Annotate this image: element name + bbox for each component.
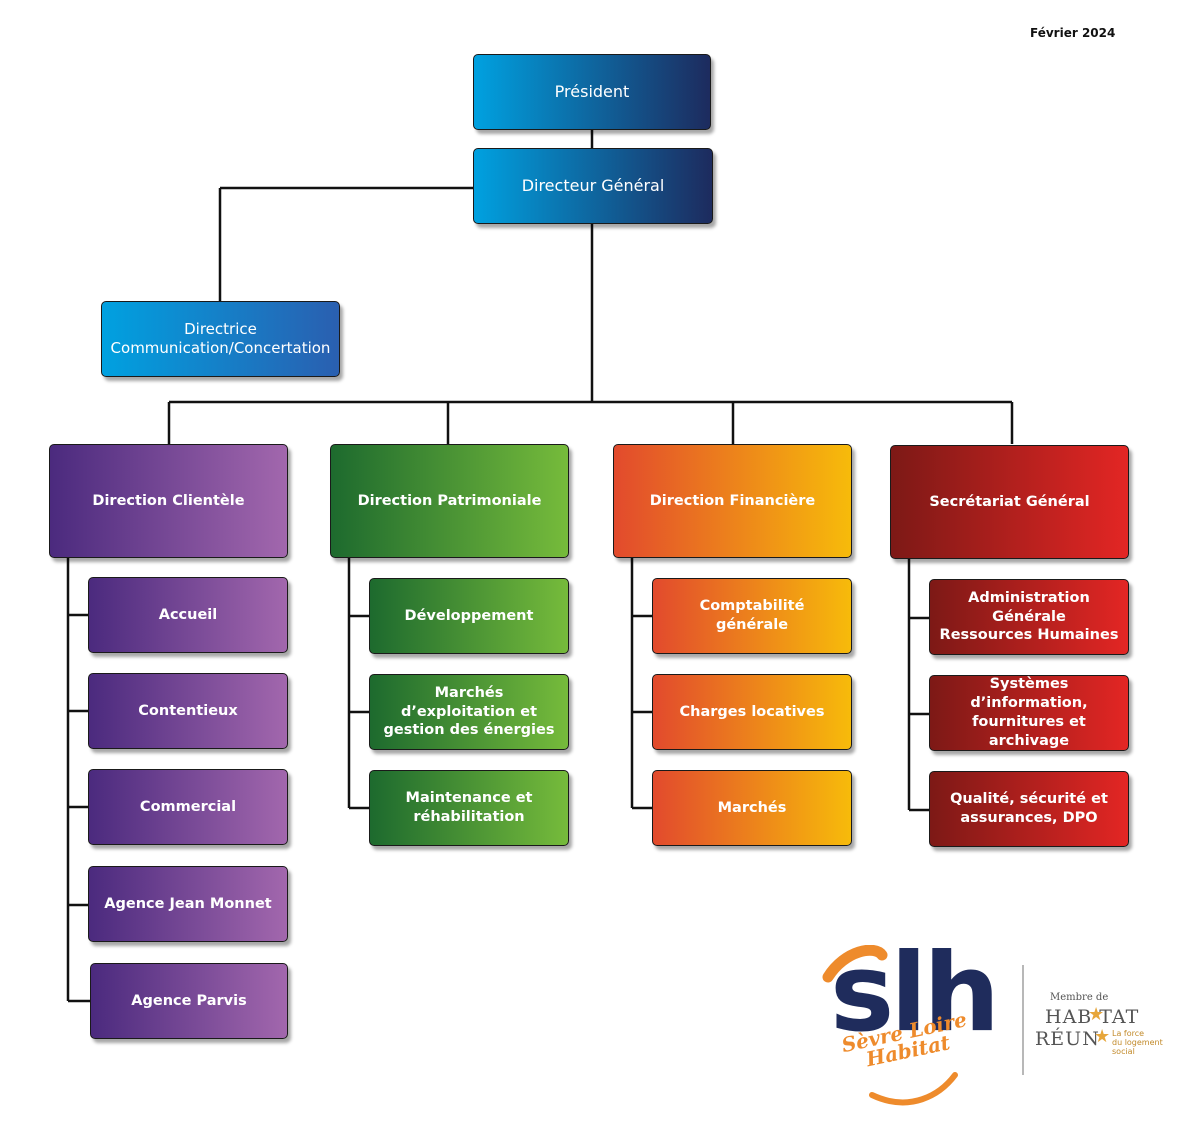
unit-label: Accueil (158, 606, 218, 623)
direction-clientele-box: Direction Clientèle (49, 444, 288, 558)
direction-patrimoniale-box: Direction Patrimoniale (330, 444, 569, 558)
unit-label: Commercial (139, 798, 237, 815)
date-label: Février 2024 (1030, 26, 1116, 40)
slh-swoosh-icon (822, 945, 958, 1106)
unit-box: Administration Générale Ressources Humai… (929, 579, 1129, 655)
habitat-network-line-1: HAB TAT (1045, 1006, 1140, 1028)
habitat-tagline: La force du logement social (1112, 1029, 1163, 1056)
unit-box: Accueil (88, 577, 288, 653)
habitat-network-line-2: RÉUN (1035, 1028, 1100, 1050)
unit-box: Qualité, sécurité et assurances, DPO (929, 771, 1129, 847)
unit-box: Maintenance et réhabilitation (369, 770, 569, 846)
unit-box: Marchés d’exploitation et gestion des én… (369, 674, 569, 750)
communication-box: Directrice Communication/Concertation (101, 301, 340, 377)
president-label: Président (554, 81, 630, 101)
unit-label: Qualité, sécurité et assurances, DPO (950, 791, 1108, 826)
member-label: Membre de (1050, 992, 1109, 1003)
unit-label: Administration Générale Ressources Humai… (939, 589, 1119, 644)
unit-label: Marchés (717, 799, 787, 816)
unit-box: Agence Parvis (90, 963, 288, 1039)
unit-label: Comptabilité générale (699, 598, 805, 633)
unit-label: Systèmes d’information, fournitures et a… (970, 676, 1088, 749)
unit-label: Agence Parvis (131, 992, 247, 1009)
star-icon: ★ (1094, 1026, 1111, 1047)
logo-divider (1022, 965, 1024, 1075)
secretariat-general-box: Secrétariat Général (890, 445, 1129, 559)
unit-label: Développement (404, 607, 534, 624)
unit-box: Développement (369, 578, 569, 654)
unit-box: Comptabilité générale (652, 578, 852, 654)
director-general-box: Directeur Général (473, 148, 713, 224)
secretariat-general-label: Secrétariat Général (929, 493, 1090, 510)
unit-label: Maintenance et réhabilitation (405, 790, 533, 825)
communication-label: Directrice Communication/Concertation (110, 319, 331, 358)
unit-box: Charges locatives (652, 674, 852, 750)
direction-financiere-box: Direction Financière (613, 444, 852, 558)
president-box: Président (473, 54, 711, 130)
unit-box: Marchés (652, 770, 852, 846)
unit-label: Agence Jean Monnet (104, 895, 272, 912)
unit-box: Commercial (88, 769, 288, 845)
direction-clientele-label: Direction Clientèle (92, 492, 245, 509)
unit-label: Marchés d’exploitation et gestion des én… (383, 684, 555, 739)
unit-box: Systèmes d’information, fournitures et a… (929, 675, 1129, 751)
unit-label: Contentieux (138, 702, 238, 719)
direction-financiere-label: Direction Financière (649, 492, 816, 509)
direction-patrimoniale-label: Direction Patrimoniale (357, 492, 542, 509)
slh-logo-text: slh (830, 931, 1000, 1056)
unit-box: Contentieux (88, 673, 288, 749)
unit-box: Agence Jean Monnet (88, 866, 288, 942)
director-general-label: Directeur Général (521, 175, 665, 195)
unit-label: Charges locatives (679, 703, 825, 720)
star-icon: ★ (1088, 1004, 1105, 1025)
